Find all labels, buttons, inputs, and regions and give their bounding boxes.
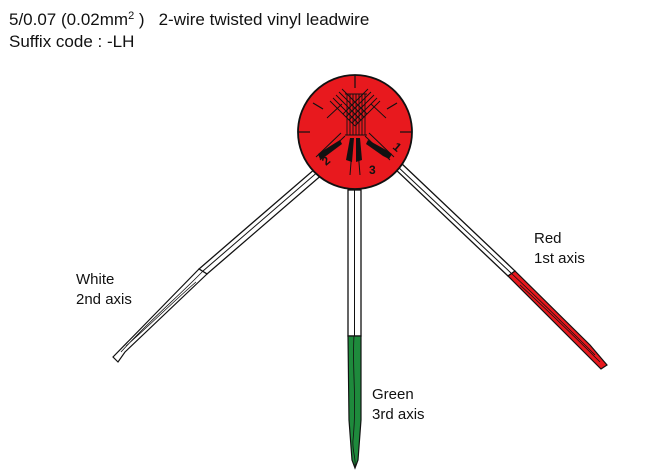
label-red-color: Red [534,230,562,247]
grid-diagonal-right [342,88,381,127]
lead-white [112,167,326,363]
alignment-mark-upper-left [312,102,324,110]
label-white: White 2nd axis [76,270,132,310]
suffix-code: Suffix code : -LH [9,32,135,51]
label-red-axis: 1st axis [534,250,585,267]
label-green-color: Green [372,386,414,403]
label-white-color: White [76,271,115,288]
spec-line: 5/0.07 (0.02mm2 ) 2-wire twisted vinyl le… [9,5,369,31]
rosette-gauge: 1 2 3 [297,74,413,190]
inner-lead-right [364,132,395,161]
gauge-inner-leads [315,132,395,176]
lead-red-twist-lines [510,272,601,363]
tab-center-right [356,138,362,162]
spec-description: 2-wire twisted vinyl leadwire [158,10,370,29]
label-white-axis: 2nd axis [76,291,132,308]
lead-white-twisted [112,268,208,363]
inner-lead-left [315,132,346,161]
lead-white-twist-lines [120,270,204,353]
lead-red-seam [396,165,512,274]
alignment-mark-upper-right [386,102,398,110]
lead-green [347,189,362,470]
spec-prefix: 5/0.07 (0.02mm [9,10,129,29]
spec-superscript: 2 [128,10,135,22]
gauge-grid [326,88,387,136]
grid-ends [326,103,387,119]
label-red: Red 1st axis [534,229,585,269]
spec-header: 5/0.07 (0.02mm2 ) 2-wire twisted vinyl le… [9,5,369,53]
label-green: Green 3rd axis [372,385,425,425]
grid-number-3: 3 [369,163,376,177]
label-green-axis: 3rd axis [372,406,425,423]
lead-green-twist-lines [352,335,356,467]
spec-close: ) [138,10,145,29]
grid-diagonal-left [329,88,368,127]
inner-lead-center [349,149,361,176]
lead-white-seam [202,169,321,272]
gauge-body [297,74,413,190]
